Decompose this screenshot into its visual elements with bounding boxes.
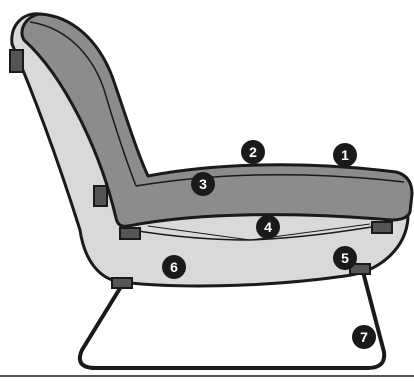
callout-5: 5 — [333, 246, 357, 270]
base-clip-rear — [112, 278, 132, 288]
seat-clip-front-left — [120, 228, 140, 239]
seat-clip-front-right — [372, 222, 392, 233]
backrest-clip-top — [10, 50, 23, 72]
callout-5-label: 5 — [341, 250, 349, 266]
callout-1: 1 — [333, 143, 357, 167]
callout-3: 3 — [191, 172, 215, 196]
callout-2: 2 — [241, 140, 265, 164]
callout-6-label: 6 — [170, 259, 178, 275]
callout-4: 4 — [256, 215, 280, 239]
callout-1-label: 1 — [341, 147, 349, 163]
callout-3-label: 3 — [199, 176, 207, 192]
callout-7-label: 7 — [360, 329, 368, 345]
callout-2-label: 2 — [249, 144, 257, 160]
callout-4-label: 4 — [264, 219, 272, 235]
callout-6: 6 — [162, 255, 186, 279]
callout-7: 7 — [352, 325, 376, 349]
backrest-clip-lower — [94, 186, 107, 206]
